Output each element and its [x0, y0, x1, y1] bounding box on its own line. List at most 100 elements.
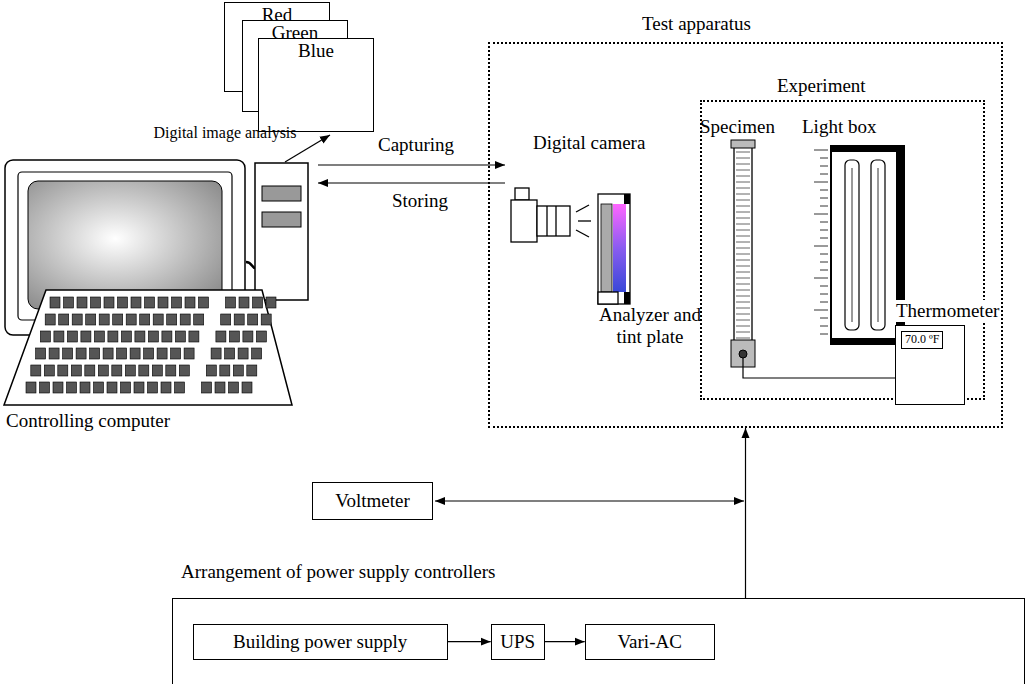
light-box: [820, 198, 828, 199]
specimen: [731, 140, 755, 367]
image-page: Blue: [258, 38, 374, 132]
light-box: [820, 230, 828, 231]
power-group: Arrangement of power supply controllersB…: [172, 598, 1025, 684]
computer-keyboard: [4, 290, 292, 405]
light-box: [820, 254, 828, 255]
light-box: [820, 334, 828, 335]
flow-arrow: [545, 641, 585, 642]
light-box: [820, 318, 828, 319]
computer-keyboard: [180, 314, 190, 325]
computer-keyboard: [229, 382, 239, 393]
analyzer-tint-plate: [624, 194, 630, 204]
computer-keyboard: [31, 365, 41, 376]
computer-keyboard: [140, 314, 150, 325]
light-box: [814, 246, 828, 247]
light-box: [814, 182, 828, 183]
light-box: [814, 150, 828, 151]
computer-keyboard: [158, 297, 168, 308]
computer-keyboard: [76, 348, 86, 359]
voltmeter-arrow: [435, 500, 744, 501]
computer-keyboard: [171, 348, 181, 359]
analyzer-tint-plate: [624, 292, 630, 304]
computer-keyboard: [226, 297, 236, 308]
computer-keyboard: [4, 290, 292, 405]
computer-keyboard: [233, 365, 243, 376]
computer-keyboard: [229, 331, 239, 342]
specimen: [736, 206, 750, 207]
computer-keyboard: [113, 314, 123, 325]
specimen: [736, 332, 750, 333]
computer-keyboard: [185, 297, 195, 308]
specimen: [736, 278, 750, 279]
computer-keyboard: [206, 365, 216, 376]
light-box: [820, 326, 828, 327]
computer-keyboard: [67, 382, 77, 393]
specimen: [731, 140, 755, 148]
computer-keyboard: [225, 348, 235, 359]
computer-tower: [262, 186, 301, 201]
store-arrow: [318, 182, 505, 183]
light-box: [820, 294, 828, 295]
part-label: Storing: [392, 190, 448, 212]
computer-keyboard: [134, 382, 144, 393]
group-heading: Thermometer: [894, 300, 1001, 322]
light-box: [820, 166, 828, 167]
analyzer-tint-plate: [598, 292, 618, 304]
specimen: [736, 272, 750, 273]
light-box: [820, 190, 828, 191]
light-box: [852, 168, 853, 322]
part-label: Digital image analysis: [140, 124, 310, 142]
specimen: [736, 290, 750, 291]
computer-tower: [246, 163, 308, 304]
light-box: [820, 270, 828, 271]
computer-keyboard: [131, 297, 141, 308]
computer-keyboard: [44, 365, 54, 376]
computer-monitor: [18, 172, 232, 320]
computer-keyboard: [199, 297, 209, 308]
specimen: [734, 146, 752, 342]
specimen: [736, 200, 750, 201]
computer-keyboard: [90, 348, 100, 359]
computer-keyboard: [130, 348, 140, 359]
computer-keyboard: [108, 331, 118, 342]
capture-arrow: [318, 164, 505, 165]
light-box: [814, 278, 828, 279]
specimen: [736, 266, 750, 267]
analyzer-tint-plate: [601, 204, 612, 292]
specimen: [736, 302, 750, 303]
specimen: [736, 242, 750, 243]
computer-keyboard: [72, 314, 82, 325]
digital-camera: [576, 205, 589, 212]
thermometer-box: Thermometer70.0 ºF: [895, 325, 965, 405]
light-box: [820, 158, 828, 159]
light-box: [871, 160, 885, 330]
specimen: [736, 152, 750, 153]
computer-keyboard: [121, 331, 131, 342]
computer-keyboard: [189, 331, 199, 342]
digital-camera: [511, 200, 537, 242]
digital-camera: [546, 206, 547, 236]
computer-keyboard: [184, 348, 194, 359]
computer-keyboard: [53, 382, 63, 393]
computer-keyboard: [157, 348, 167, 359]
specimen: [736, 254, 750, 255]
light-box: [820, 302, 828, 303]
computer-keyboard: [91, 297, 101, 308]
specimen: [736, 236, 750, 237]
computer-keyboard: [216, 331, 226, 342]
light-box: [820, 238, 828, 239]
node-label: UPS: [500, 631, 535, 653]
group-heading: Experiment: [777, 75, 866, 97]
part-label: Specimen: [700, 116, 775, 138]
digital-camera: [578, 220, 591, 221]
computer-keyboard: [67, 331, 77, 342]
specimen: [739, 350, 747, 358]
part-label: Analyzer and tint plate: [585, 304, 715, 348]
digital-camera: [511, 188, 591, 242]
computer-keyboard: [202, 382, 212, 393]
computer-keyboard: [211, 348, 221, 359]
light-box: [820, 206, 828, 207]
computer-keyboard: [247, 365, 257, 376]
